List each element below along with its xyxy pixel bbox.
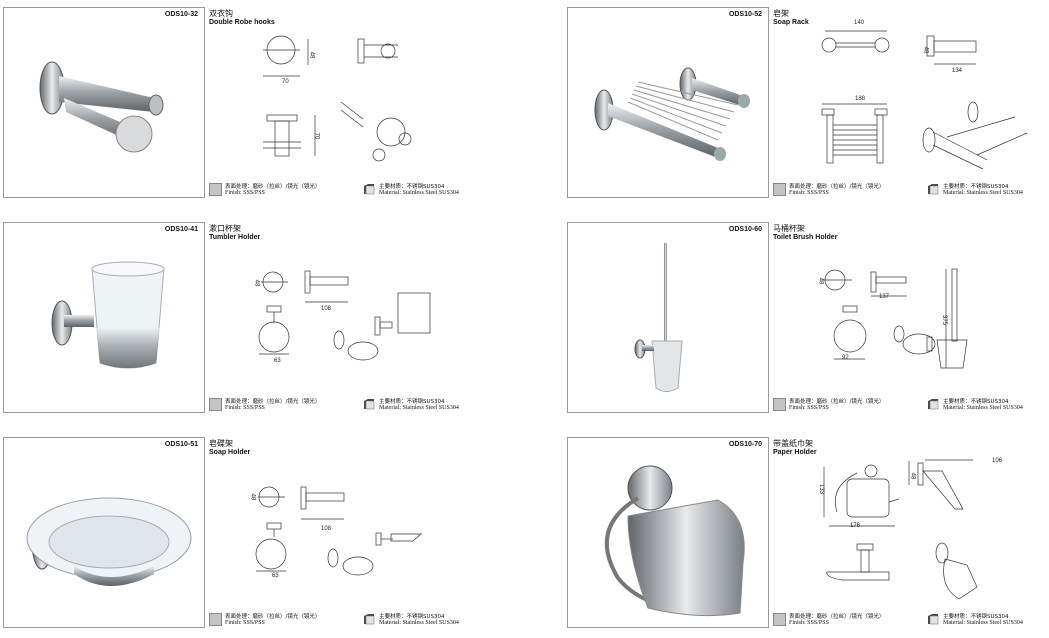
technical-drawing xyxy=(255,486,422,576)
finish-text-en: Finish: SSS/PSS xyxy=(789,620,829,626)
product-title-cn: 漱口杯架 xyxy=(209,224,241,233)
finish-text-cn: 表面处理：磨砂（拉丝）/镜光（镜光） xyxy=(789,614,885,620)
product-title-en: Double Robe hooks xyxy=(209,19,275,26)
product-title-en: Paper Holder xyxy=(773,449,817,456)
product-code: ODS10-52 xyxy=(728,11,762,18)
material-text-en: Material: Stainless Steel SUS304 xyxy=(943,620,1023,626)
dimension-label: 134 xyxy=(952,68,963,74)
product-title-cn: 马桶杯架 xyxy=(773,224,805,233)
technical-drawing xyxy=(823,459,978,600)
dimension-label: 63 xyxy=(274,358,281,364)
material-cube-icon xyxy=(927,397,939,410)
dimension-label: 63 xyxy=(272,573,279,579)
product-photo: ODS10-32 xyxy=(3,7,205,198)
technical-drawing xyxy=(258,270,431,361)
dimension-label: 48 xyxy=(308,51,315,59)
product-title-cn: 双衣钩 xyxy=(209,9,233,18)
technical-drawing xyxy=(821,30,1028,170)
finish-text-cn: 表面处理：磨砂（拉丝）/镜光（镜光） xyxy=(789,184,885,190)
dimension-label: 375 xyxy=(941,314,948,326)
dimension-label: 48 xyxy=(249,493,256,501)
finish-text-en: Finish: SSS/PSS xyxy=(789,190,829,196)
dimension-label: 48 xyxy=(817,277,824,285)
dimension-label: 70 xyxy=(313,132,320,140)
material-text-en: Material: Stainless Steel SUS304 xyxy=(943,190,1023,196)
material-text-cn: 主要材质：不锈钢SUS304 xyxy=(379,184,445,190)
product-photo: ODS10-60 xyxy=(567,222,769,413)
material-text-en: Material: Stainless Steel SUS304 xyxy=(943,405,1023,411)
finish-swatch-icon xyxy=(773,398,786,411)
product-image xyxy=(634,243,683,392)
finish-text-en: Finish: SSS/PSS xyxy=(225,190,265,196)
finish-text-en: Finish: SSS/PSS xyxy=(225,620,265,626)
material-cube-icon xyxy=(363,182,375,195)
dimension-label: 188 xyxy=(855,96,866,102)
product-photo: ODS10-52 xyxy=(567,7,769,198)
product-photo: ODS10-41 xyxy=(3,222,205,413)
material-text-en: Material: Stainless Steel SUS304 xyxy=(379,620,459,626)
finish-text-cn: 表面处理：磨砂（拉丝）/镜光（镜光） xyxy=(225,184,321,190)
material-cube-icon xyxy=(363,397,375,410)
dimension-label: 92 xyxy=(842,355,849,361)
product-title-cn: 带盖纸巾架 xyxy=(773,439,813,448)
material-text-cn: 主要材质：不锈钢SUS304 xyxy=(943,614,1009,620)
product-title-en: Tumbler Holder xyxy=(209,234,261,241)
dimension-label: 108 xyxy=(321,526,332,532)
material-cube-icon xyxy=(363,612,375,625)
product-image xyxy=(39,61,164,153)
dimension-label: 48 xyxy=(922,46,929,54)
dimension-label: 108 xyxy=(321,306,332,312)
dimension-label: 48 xyxy=(909,472,916,480)
product-code: ODS10-51 xyxy=(164,441,198,448)
technical-drawing xyxy=(822,268,968,369)
product-code: ODS10-32 xyxy=(164,11,198,18)
product-code: ODS10-70 xyxy=(728,441,762,448)
product-code: ODS10-41 xyxy=(164,226,198,233)
product-photo: ODS10-51 xyxy=(3,437,205,628)
dimension-label: 70 xyxy=(282,79,289,85)
product-title-en: Soap Holder xyxy=(209,449,251,456)
product-title-cn: 皂碟架 xyxy=(209,439,233,448)
material-text-cn: 主要材质：不锈钢SUS304 xyxy=(379,399,445,405)
product-code: ODS10-60 xyxy=(728,226,762,233)
finish-text-en: Finish: SSS/PSS xyxy=(225,405,265,411)
finish-text-cn: 表面处理：磨砂（拉丝）/镜光（镜光） xyxy=(225,614,321,620)
finish-swatch-icon xyxy=(209,398,222,411)
technical-drawing xyxy=(263,35,412,162)
product-photo: ODS10-70 xyxy=(567,437,769,628)
material-cube-icon xyxy=(927,612,939,625)
product-title-en: Toilet Brush Holder xyxy=(773,234,838,241)
dimension-label: 176 xyxy=(850,523,861,529)
material-text-cn: 主要材质：不锈钢SUS304 xyxy=(943,184,1009,190)
material-text-cn: 主要材质：不锈钢SUS304 xyxy=(379,614,445,620)
finish-swatch-icon xyxy=(209,183,222,196)
finish-text-cn: 表面处理：磨砂（拉丝）/镜光（镜光） xyxy=(789,399,885,405)
finish-swatch-icon xyxy=(773,613,786,626)
dimension-label: 106 xyxy=(992,458,1003,464)
finish-swatch-icon xyxy=(209,613,222,626)
material-text-en: Material: Stainless Steel SUS304 xyxy=(379,405,459,411)
product-title-cn: 皂架 xyxy=(773,9,789,18)
dimension-label: 137 xyxy=(879,294,890,300)
material-text-en: Material: Stainless Steel SUS304 xyxy=(379,190,459,196)
product-title-en: Soap Rack xyxy=(773,19,809,26)
material-cube-icon xyxy=(927,182,939,195)
finish-swatch-icon xyxy=(773,183,786,196)
product-image xyxy=(26,497,192,586)
dimension-label: 140 xyxy=(854,20,865,26)
product-image xyxy=(604,465,745,617)
dimension-label: 133 xyxy=(818,483,825,495)
product-image xyxy=(594,67,750,161)
product-image xyxy=(51,261,165,369)
dimension-label: 48 xyxy=(253,279,260,287)
finish-text-cn: 表面处理：磨砂（拉丝）/镜光（镜光） xyxy=(225,399,321,405)
finish-text-en: Finish: SSS/PSS xyxy=(789,405,829,411)
material-text-cn: 主要材质：不锈钢SUS304 xyxy=(943,399,1009,405)
